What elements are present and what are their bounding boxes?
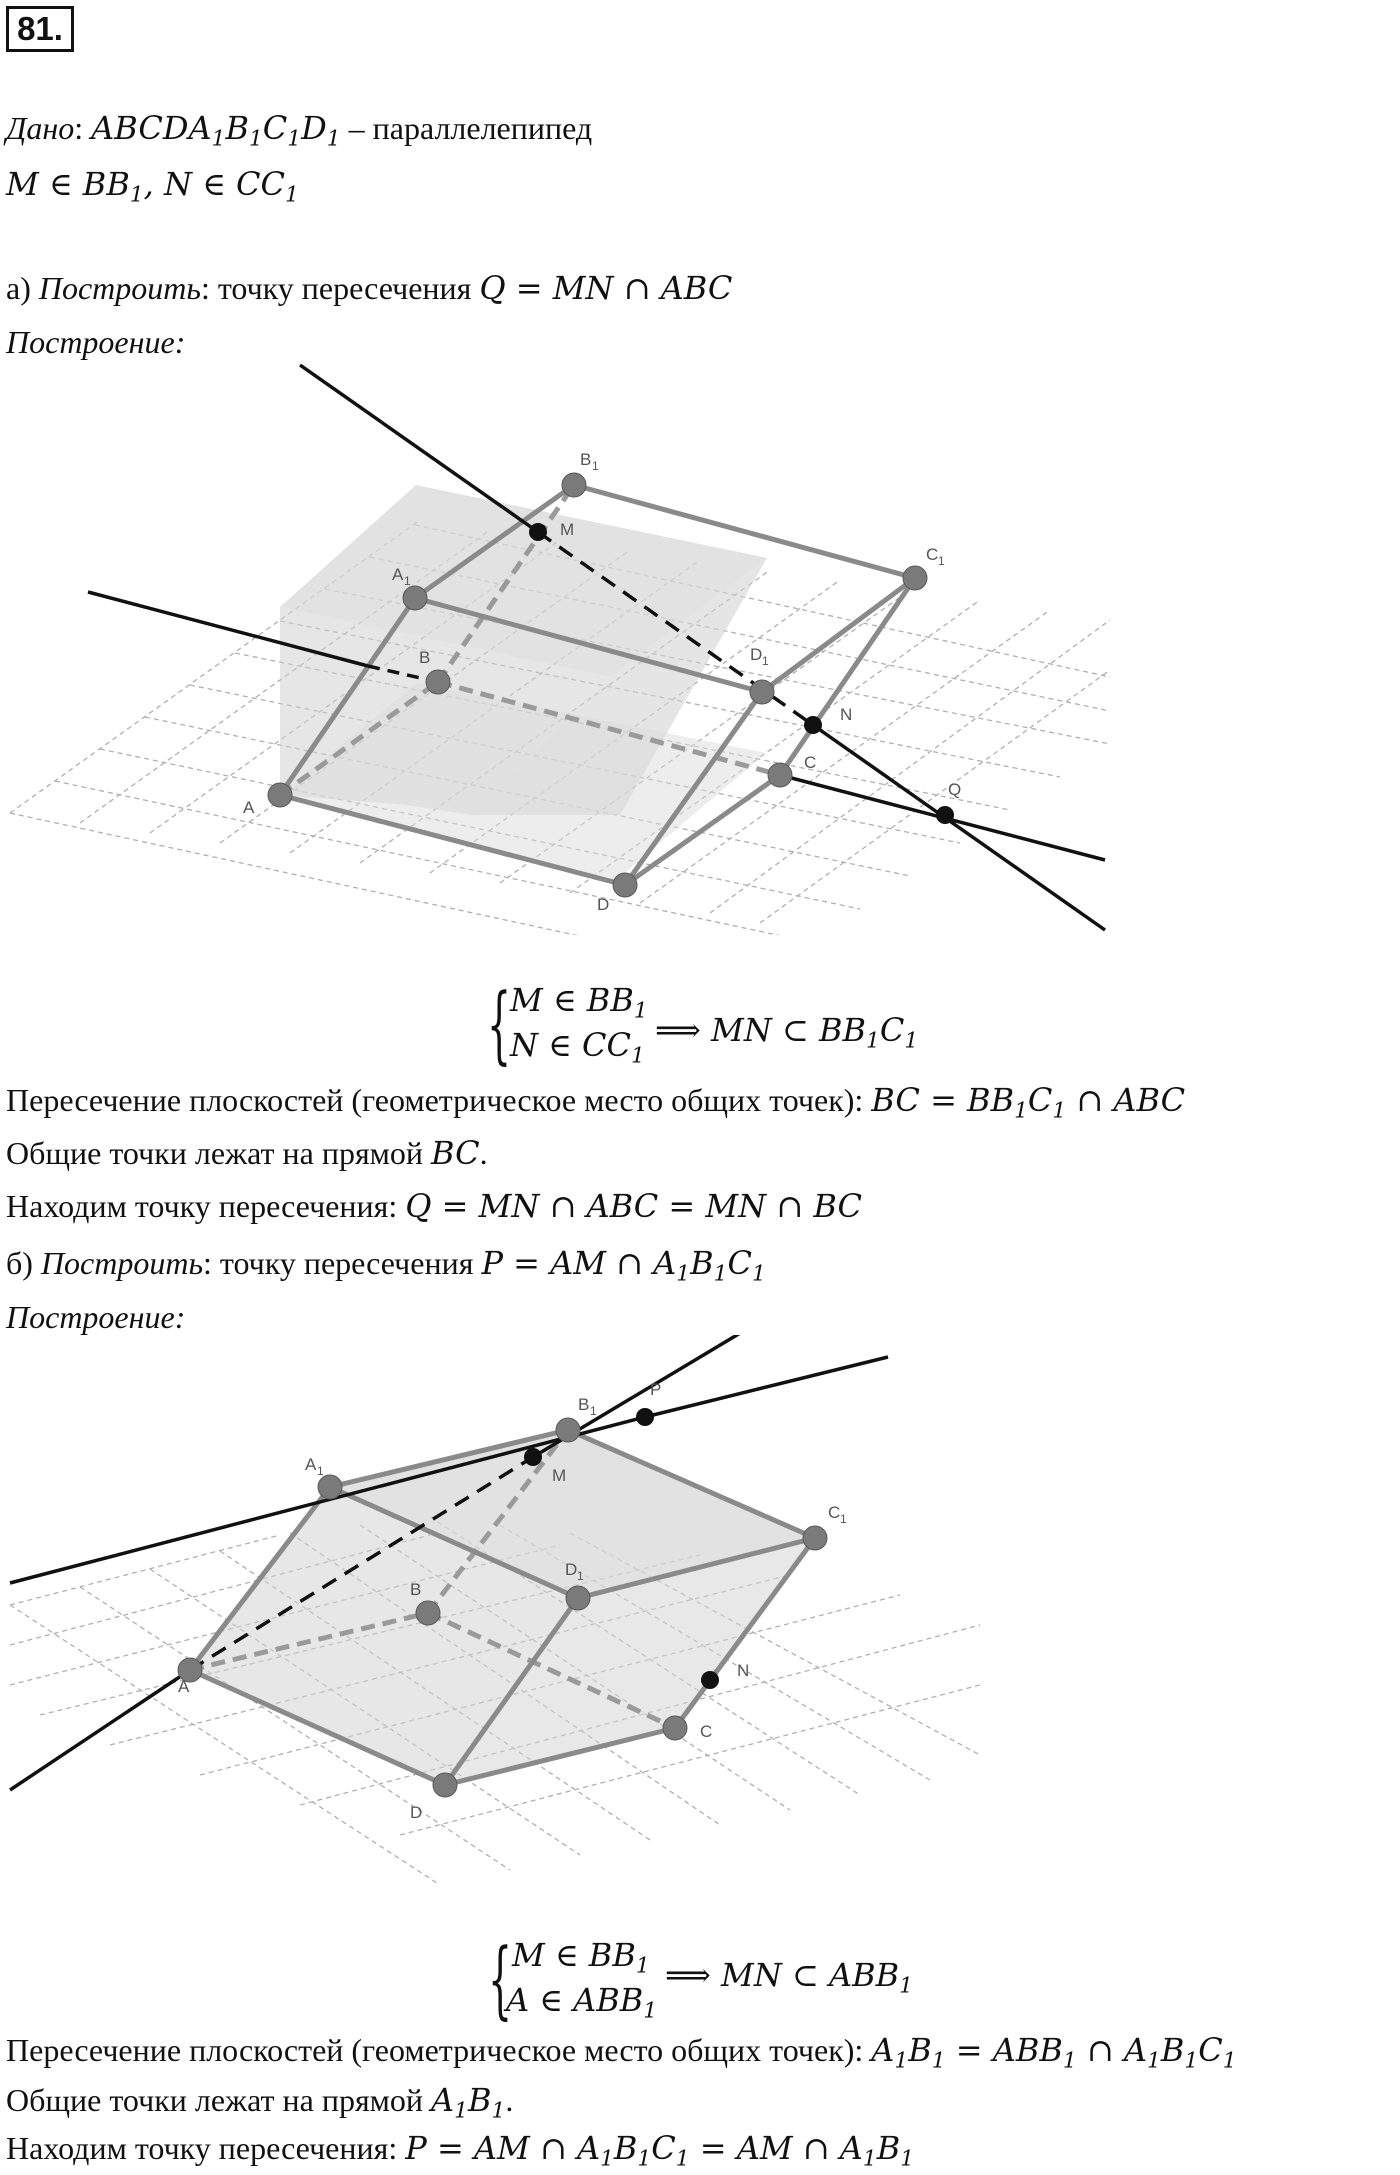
- svg-text:1: 1: [762, 654, 769, 668]
- system-a-conclusion: ⟹ MN ⊂ BB1C1: [655, 1011, 919, 1054]
- face-front-b: [190, 1487, 578, 1785]
- points-mnq-a: [529, 523, 954, 824]
- svg-text:B: B: [578, 1395, 589, 1414]
- system-a-line2: N ∈ CC1: [510, 1026, 645, 1069]
- svg-text:N: N: [840, 705, 852, 724]
- part-a-construction-label: Построение:: [6, 324, 186, 360]
- given-label: Дано: [6, 110, 75, 146]
- face-top-a1b1c1d1: [280, 485, 767, 677]
- part-a-common: Общие точки лежат на прямой BC.: [6, 1134, 488, 1172]
- part-b-find: Находим точку пересечения: P = AM ∩ A1B1…: [6, 2129, 915, 2172]
- svg-text:D: D: [597, 895, 609, 914]
- vertices-a: [267, 472, 928, 898]
- svg-text:B: B: [419, 648, 430, 667]
- face-base: [280, 683, 766, 881]
- face-top-b: [330, 1430, 815, 1598]
- svg-text:B: B: [580, 450, 591, 469]
- given-conditions: M ∈ BB1, N ∈ CC1: [6, 165, 299, 208]
- given-line: Дано: ABCDA1B1C1D1 – параллелепипед: [6, 109, 593, 152]
- svg-text:M: M: [552, 1466, 566, 1485]
- svg-text:1: 1: [590, 1404, 597, 1418]
- system-b-line2: A ∈ ABB1: [506, 1981, 658, 2024]
- part-a-intersection: Пересечение плоскостей (геометрическое м…: [6, 1081, 1186, 1124]
- svg-text:A: A: [305, 1455, 317, 1474]
- face-right-b: [445, 1538, 815, 1785]
- svg-text:N: N: [737, 1661, 749, 1680]
- svg-text:P: P: [650, 1380, 661, 1399]
- vertices-b: [177, 1417, 828, 1798]
- svg-text:1: 1: [404, 574, 411, 588]
- svg-text:D: D: [410, 1803, 422, 1822]
- system-brace-b: {: [488, 1930, 513, 2028]
- problem-number: 81.: [6, 6, 74, 52]
- system-b-conclusion: ⟹ MN ⊂ ABB1: [665, 1956, 913, 1999]
- solid-name: ABCDA1B1C1D1: [91, 109, 341, 152]
- points-mnp-b: [524, 1408, 719, 1689]
- solid-description: – параллелепипед: [340, 110, 593, 146]
- svg-text:1: 1: [317, 1464, 324, 1478]
- svg-text:C: C: [700, 1722, 712, 1741]
- part-b-intersection: Пересечение плоскостей (геометрическое м…: [6, 2031, 1237, 2074]
- hidden-edges-b: [189, 1428, 677, 1731]
- svg-text:1: 1: [938, 554, 945, 568]
- svg-text:A: A: [392, 565, 404, 584]
- system-b-line1: M ∈ BB1: [512, 1936, 650, 1979]
- svg-text:A: A: [178, 1677, 190, 1696]
- svg-text:1: 1: [577, 1569, 584, 1583]
- system-a-line1: M ∈ BB1: [510, 981, 648, 1024]
- svg-text:D: D: [750, 645, 762, 664]
- svg-text:1: 1: [592, 459, 599, 473]
- svg-text:1: 1: [840, 1512, 847, 1526]
- visible-edges-b: [188, 1427, 818, 1788]
- svg-text:M: M: [560, 520, 574, 539]
- part-b-construction-label: Построение:: [6, 1299, 186, 1335]
- part-b-common: Общие точки лежат на прямой A1B1.: [6, 2081, 514, 2124]
- part-a-find: Находим точку пересечения: Q = MN ∩ ABC …: [6, 1187, 862, 1225]
- line-a1b1-b: [9, 1355, 889, 1585]
- svg-text:A: A: [243, 798, 255, 817]
- hidden-edges-a: [278, 483, 781, 798]
- svg-text:C: C: [804, 753, 816, 772]
- part-a-task: а) Построить: точку пересечения Q = MN ∩…: [6, 269, 733, 307]
- visible-edges-a: [277, 482, 918, 888]
- system-brace-a: {: [487, 975, 512, 1073]
- svg-text:B: B: [410, 1580, 421, 1599]
- svg-text:C: C: [828, 1503, 840, 1522]
- part-b-task: б) Построить: точку пересечения P = AM ∩…: [6, 1244, 766, 1287]
- line-mn-a: [298, 363, 1107, 932]
- svg-text:Q: Q: [948, 780, 961, 799]
- svg-text:D: D: [565, 1560, 577, 1579]
- svg-text:C: C: [926, 545, 938, 564]
